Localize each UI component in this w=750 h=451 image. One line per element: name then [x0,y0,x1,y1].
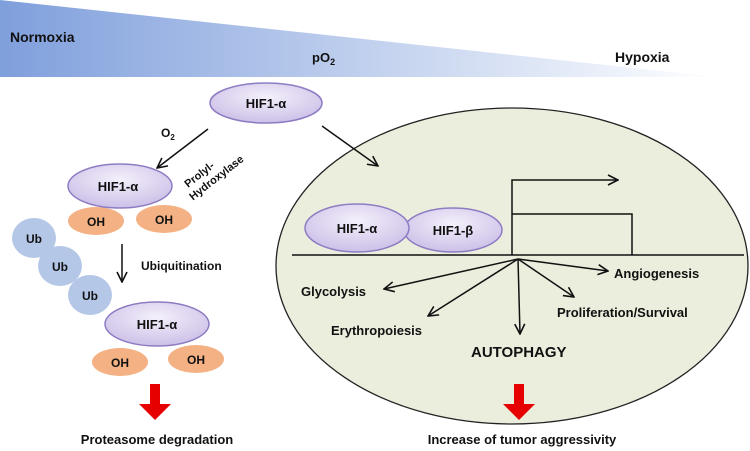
ubiquitination-label: Ubiquitination [141,259,222,273]
proteasome-degradation-label: Proteasome degradation [81,432,233,447]
svg-text:Ub: Ub [52,260,68,274]
svg-text:HIF1-β: HIF1-β [433,223,474,238]
svg-text:OH: OH [111,356,129,370]
angiogenesis-label: Angiogenesis [614,266,699,281]
hif1a-nuclear: HIF1-α [304,203,410,253]
ub-3: Ub [68,275,112,315]
svg-text:HIF1-α: HIF1-α [137,317,178,332]
oh-bottom-1: OH [92,348,148,376]
transcription-start-arrow [511,180,618,255]
svg-text:HIF1-α: HIF1-α [98,179,139,194]
hif1a-ubiquitinated: HIF1-α [104,301,210,347]
svg-text:HIF1-α: HIF1-α [337,221,378,236]
prolyl-hydroxylase-label: Prolyl- Hydroxylase [182,153,246,203]
nucleus-ellipse [275,107,749,425]
glycolysis-label: Glycolysis [301,284,366,299]
svg-text:OH: OH [187,353,205,367]
oh-bottom-2: OH [168,345,224,373]
red-arrow-aggressivity [503,384,535,420]
autophagy-label: AUTOPHAGY [471,344,567,361]
ub-2: Ub [38,246,82,286]
hif1b-molecule: HIF1-β [403,207,503,253]
oxygen-gradient-bar [0,0,718,77]
erythropoiesis-label: Erythropoiesis [331,323,422,338]
po2-label: pO2 [312,50,335,67]
red-arrow-degradation [139,384,171,420]
hif1a-top: HIF1-α [209,82,323,124]
oh-left-2: OH [136,205,192,233]
proliferation-survival-label: Proliferation/Survival [557,305,688,320]
o2-label: O2 [161,126,175,142]
gene-box [512,213,633,255]
ub-1: Ub [12,218,56,258]
tumor-aggressivity-label: Increase of tumor aggressivity [428,432,617,447]
svg-text:OH: OH [87,215,105,229]
arrow-to-nucleus [321,125,378,166]
svg-text:Ub: Ub [82,289,98,303]
svg-text:Ub: Ub [26,232,42,246]
hypoxia-label: Hypoxia [615,49,670,65]
hif1a-hydroxylated: HIF1-α [67,163,173,209]
svg-text:OH: OH [155,213,173,227]
svg-text:HIF1-α: HIF1-α [246,96,287,111]
normoxia-label: Normoxia [10,29,75,45]
arrow-hydroxylation [157,128,209,168]
oh-left-1: OH [68,207,124,235]
target-arrows [384,258,608,334]
